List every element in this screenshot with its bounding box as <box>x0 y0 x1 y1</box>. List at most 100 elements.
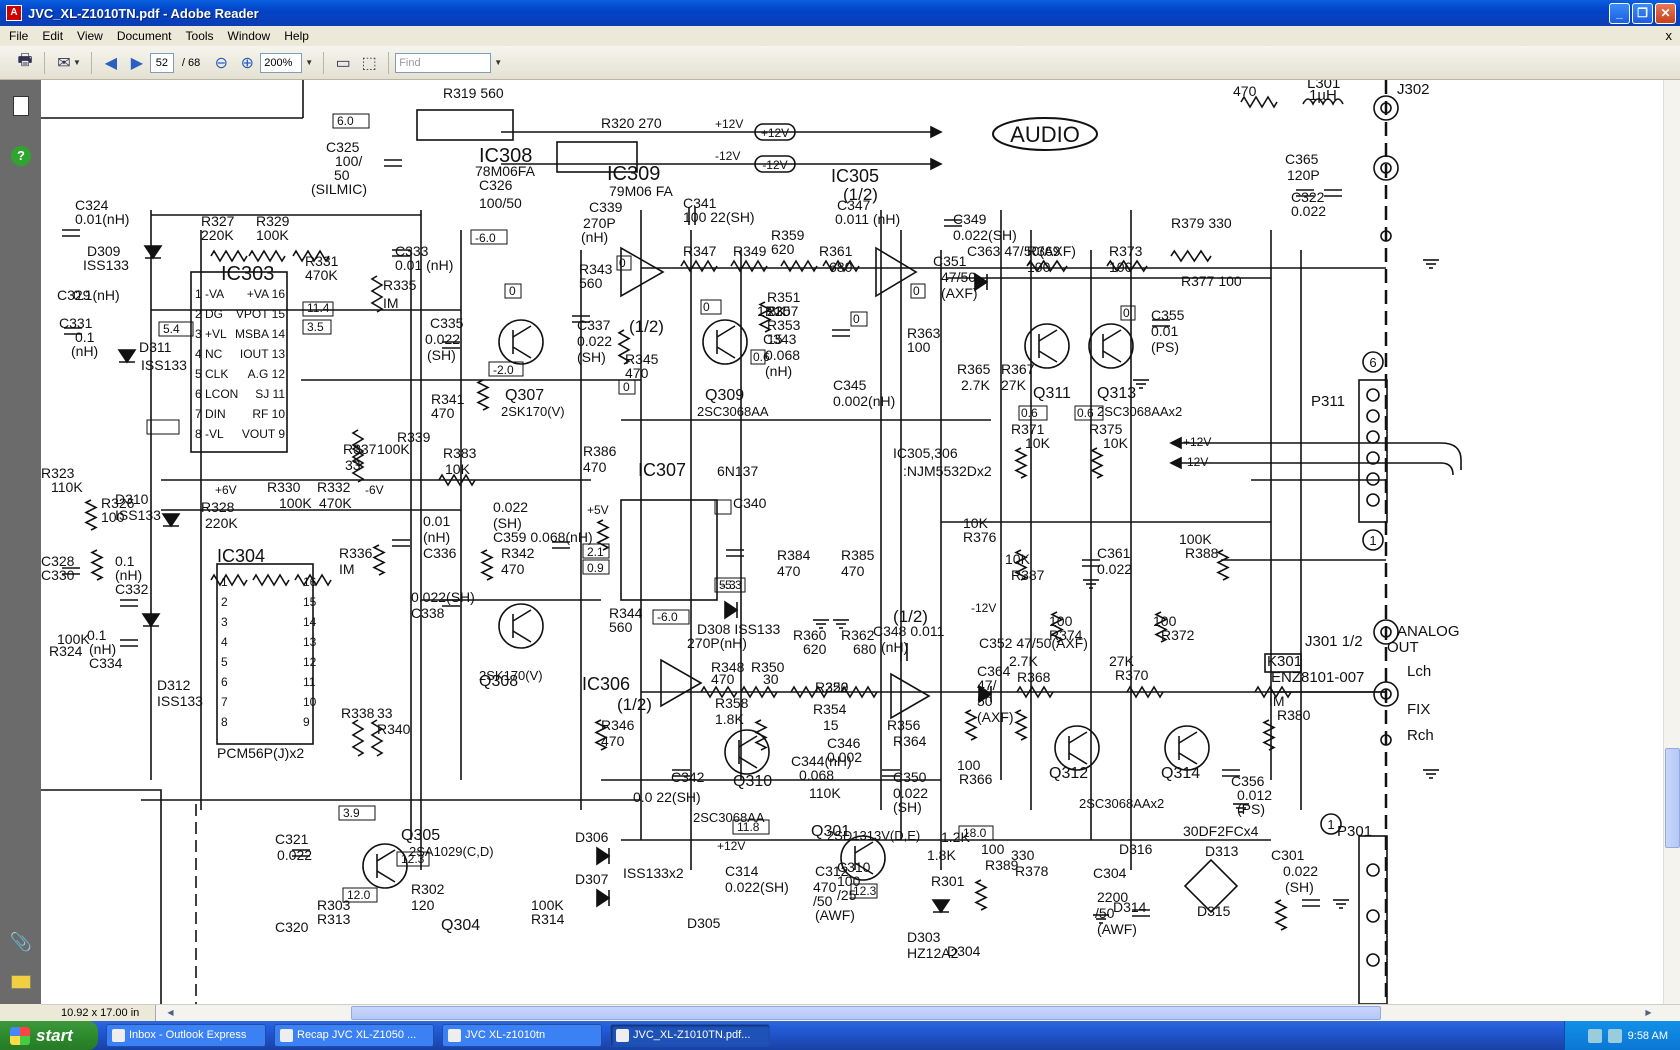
capacitor-label: (nH) <box>71 343 98 359</box>
menu-window[interactable]: Window <box>227 29 271 43</box>
taskbar-item-outlook[interactable]: Inbox - Outlook Express <box>106 1024 266 1047</box>
menu-file[interactable]: File <box>9 29 29 43</box>
comments-button[interactable] <box>9 970 33 994</box>
vertical-scroll-thumb[interactable] <box>1665 748 1680 848</box>
voltage-box <box>470 229 508 245</box>
resistor-label: R329 <box>256 213 290 229</box>
circle-marker-label: 1 <box>1369 533 1376 548</box>
pages-panel-button[interactable] <box>9 94 33 118</box>
fit-page-button[interactable]: ▭ <box>330 50 356 76</box>
capacitor-label: 0.022(SH) <box>725 879 789 895</box>
resistor-symbol <box>1274 899 1288 931</box>
zoom-in-button[interactable]: ⊕ <box>234 50 260 76</box>
taskbar-item-folder[interactable]: JVC XL-z1010tn <box>442 1024 602 1047</box>
resistor-label: 560 <box>609 619 633 635</box>
windows-flag-icon <box>10 1026 30 1045</box>
ic-pin-number: 6 <box>221 675 228 689</box>
menu-view[interactable]: View <box>77 29 103 43</box>
wire <box>1102 329 1122 342</box>
wire <box>512 630 532 643</box>
capacitor-label: /25 <box>837 887 857 903</box>
resistor-label: R367 <box>1001 361 1035 377</box>
help-panel-button[interactable]: ? <box>9 144 33 168</box>
resistor-label: R340 <box>377 721 411 737</box>
find-dropdown-icon[interactable]: ▼ <box>494 58 503 67</box>
find-input[interactable]: Find <box>395 52 492 73</box>
wire <box>512 609 532 622</box>
diode-label: ISS133 <box>157 693 203 709</box>
ic-pin-label: 5 CLK <box>195 367 228 381</box>
chevron-down-icon[interactable]: ▼ <box>73 58 81 67</box>
zoom-dropdown-icon[interactable]: ▼ <box>305 58 314 67</box>
scroll-right-arrow[interactable]: ▶ <box>1645 1008 1652 1017</box>
scroll-left-arrow[interactable]: ◀ <box>167 1008 174 1017</box>
capacitor-label: C321 <box>275 831 309 847</box>
next-page-button[interactable]: ▶ <box>124 50 150 76</box>
fit-page-icon: ▭ <box>335 54 351 72</box>
fit-width-button[interactable]: ⬚ <box>356 50 382 76</box>
previous-page-button[interactable]: ◀ <box>98 50 124 76</box>
resistor-label: R349 <box>733 243 767 259</box>
ic-label: IC307 <box>638 460 686 480</box>
adobe-reader-icon: A <box>6 5 22 21</box>
capacitor-label: C326 <box>479 177 513 193</box>
capacitor-label: C332 <box>115 581 149 597</box>
start-button[interactable]: start <box>0 1021 98 1050</box>
ic-pin-number: 16 <box>303 575 317 589</box>
taskbar-item-adobe-reader[interactable]: JVC_XL-Z1010TN.pdf... <box>610 1024 770 1047</box>
horizontal-scroll-thumb[interactable] <box>351 1006 1381 1020</box>
voltage-label: +5V <box>587 503 609 517</box>
attachments-button[interactable]: 📎 <box>9 930 33 954</box>
transistor-part-label: 2SK170(V) <box>501 404 565 419</box>
resistor-label: 100K <box>279 495 312 511</box>
terminal-circle <box>1380 688 1392 700</box>
tray-volume-icon[interactable] <box>1607 1028 1622 1043</box>
wire <box>854 862 874 875</box>
diode-symbol <box>141 613 161 628</box>
resistor-symbol <box>1106 259 1148 273</box>
resistor-symbol <box>1016 685 1054 699</box>
close-document-button[interactable]: x <box>1665 28 1673 43</box>
resistor-label: R338 <box>341 705 375 721</box>
wire <box>716 325 736 338</box>
print-button[interactable]: 🖶 <box>12 50 38 76</box>
transistor-symbol <box>498 319 544 365</box>
transistor-label: Q312 <box>1049 765 1088 782</box>
taskbar-item-browser[interactable]: Recap JVC XL-Z1050 ... <box>274 1024 434 1047</box>
minimize-button[interactable]: _ <box>1609 3 1630 24</box>
resistor-label: 100K <box>256 227 289 243</box>
resistor-label: 220 <box>825 679 849 695</box>
ic-part-label: 6N137 <box>717 463 758 479</box>
menu-help[interactable]: Help <box>284 29 309 43</box>
menu-tools[interactable]: Tools <box>185 29 214 43</box>
menu-edit[interactable]: Edit <box>42 29 64 43</box>
voltage-label: 5.4 <box>163 322 180 336</box>
tray-network-icon[interactable] <box>1587 1028 1602 1043</box>
email-button[interactable]: ✉ <box>51 50 77 76</box>
board-edge-line <box>41 789 162 1004</box>
zoom-out-button[interactable]: ⊖ <box>208 50 234 76</box>
voltage-box <box>652 609 690 625</box>
transistor-label: Q301 <box>811 823 850 840</box>
capacitor-label: 50 <box>977 693 993 709</box>
resistor-label: R362 <box>841 627 875 643</box>
capacitor-label: C345 <box>833 377 867 393</box>
terminal-circle <box>1366 493 1380 507</box>
transistor-symbol <box>702 319 748 365</box>
zoom-level-input[interactable]: 200% <box>260 52 303 73</box>
capacitor-label: (PS) <box>1151 339 1179 355</box>
ic-pin-label: 4 NC <box>195 347 223 361</box>
page-number-input[interactable]: 52 <box>149 52 174 73</box>
vertical-scrollbar[interactable] <box>1663 80 1680 1004</box>
menu-document[interactable]: Document <box>116 29 172 43</box>
voltage-label: +6V <box>215 483 237 497</box>
printer-icon: 🖶 <box>17 52 33 69</box>
voltage-box <box>158 321 194 337</box>
resistor-symbol <box>210 249 248 263</box>
restore-button[interactable]: ❐ <box>1632 3 1653 24</box>
relay-k301-symbol <box>1264 653 1302 673</box>
resistor-label: R377 100 <box>1181 273 1242 289</box>
title-bar[interactable]: A JVC_XL-Z1010TN.pdf - Adobe Reader _ ❐ … <box>0 0 1680 26</box>
close-button[interactable]: ✕ <box>1655 3 1676 24</box>
